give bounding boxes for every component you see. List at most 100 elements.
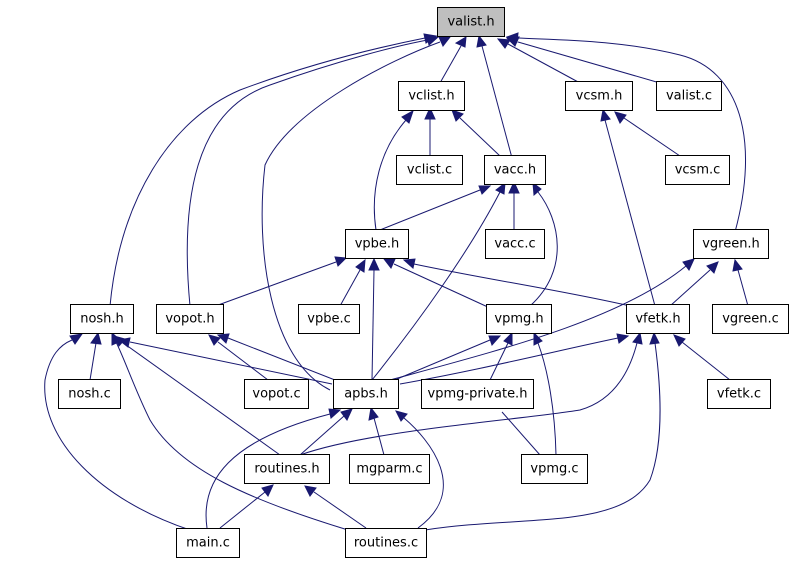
node-nosh-c[interactable]: nosh.c <box>58 379 121 409</box>
node-vcsm-h[interactable]: vcsm.h <box>565 81 633 111</box>
edge-apbs-to-vgreen <box>389 265 687 381</box>
edge-apbs-to-nosh <box>129 341 333 385</box>
node-mgparm-c[interactable]: mgparm.c <box>349 454 430 484</box>
node-label: vacc.h <box>494 163 536 178</box>
edge-apbs-to-vacc <box>371 191 501 381</box>
arrowhead <box>90 331 102 345</box>
node-apbs-h[interactable]: apbs.h <box>333 379 399 409</box>
node-label: vclist.c <box>407 163 452 178</box>
arrowhead <box>505 32 519 43</box>
node-vacc-c[interactable]: vacc.c <box>485 229 545 259</box>
arrowhead <box>334 256 348 267</box>
node-routines-c[interactable]: routines.c <box>345 528 427 558</box>
node-vpbe-h[interactable]: vpbe.h <box>345 229 409 259</box>
node-routines-h[interactable]: routines.h <box>244 454 330 484</box>
edge-routinesc-to-routinesh <box>313 491 367 529</box>
node-vgreen-c[interactable]: vgreen.c <box>712 304 789 334</box>
arrowhead <box>395 410 408 422</box>
node-vacc-h[interactable]: vacc.h <box>484 155 546 185</box>
arrowhead <box>304 485 317 497</box>
node-label: main.c <box>186 536 230 551</box>
edge-routinesc-to-nosh <box>115 341 349 531</box>
edge-routinesc-to-apbs <box>403 417 444 529</box>
node-label: routines.c <box>354 536 418 551</box>
arrowhead <box>673 334 686 347</box>
arrowhead <box>424 106 436 120</box>
arrowhead <box>488 335 502 346</box>
edge-vopotc-to-vopot <box>217 341 269 381</box>
node-vpmg-private-h[interactable]: vpmg-private.h <box>421 379 534 409</box>
edge-apbs-to-vpbe <box>371 269 375 381</box>
node-vpmg-c[interactable]: vpmg.c <box>521 454 588 484</box>
arrowhead <box>508 180 520 194</box>
node-label: valist.c <box>666 89 712 104</box>
arrowhead <box>503 331 513 346</box>
arrowhead <box>451 109 464 122</box>
edge-vfetk-to-vgreen <box>669 269 711 307</box>
edge-routinesh-to-nosh <box>121 341 281 456</box>
node-label: vfetk.h <box>635 312 680 327</box>
edge-vacc-to-vclist <box>459 117 501 157</box>
arrowhead <box>340 408 353 421</box>
edge-mgparmc-to-apbs <box>373 417 385 456</box>
node-label: vpmg.c <box>530 462 578 477</box>
node-vclist-h[interactable]: vclist.h <box>398 81 465 111</box>
node-label: nosh.h <box>80 312 124 327</box>
arrowhead <box>649 331 660 345</box>
edge-vpmgc-to-vpmgprivate <box>501 411 541 456</box>
arrowhead <box>454 36 467 48</box>
node-vpmg-h[interactable]: vpmg.h <box>486 304 552 334</box>
arrowhead <box>532 181 542 197</box>
node-valist-c[interactable]: valist.c <box>656 81 722 111</box>
edges <box>44 32 749 531</box>
edge-noshc-to-nosh <box>89 342 97 381</box>
edge-apbs-to-vopot <box>227 337 341 383</box>
edge-routinesh-to-apbs <box>299 415 345 456</box>
edge-vcsm-to-valist <box>507 43 581 84</box>
node-nosh-h[interactable]: nosh.h <box>70 304 134 334</box>
edge-valistc-to-valist <box>517 41 661 84</box>
node-label: mgparm.c <box>356 462 422 477</box>
edge-vpmgprivate-to-vpmg <box>489 342 509 381</box>
edge-vclist-to-valist <box>439 45 462 84</box>
arrowhead <box>496 38 511 49</box>
edge-vfetkc-to-vfetk <box>681 341 731 381</box>
node-vcsm-c[interactable]: vcsm.c <box>665 155 730 185</box>
node-valist-h[interactable]: valist.h <box>437 7 505 37</box>
arrowhead <box>401 109 414 124</box>
node-vfetk-h[interactable]: vfetk.h <box>626 304 690 334</box>
node-label: vgreen.c <box>722 312 779 327</box>
arrowhead <box>632 331 643 345</box>
edge-vopot-to-vpbe <box>209 261 337 309</box>
arrowhead <box>616 333 630 344</box>
edge-apbs-to-vfetk <box>399 337 619 385</box>
edge-vcsmc-to-vcsm <box>623 117 681 157</box>
arrowhead <box>368 406 379 421</box>
edge-vpbe-to-vclist <box>373 119 407 231</box>
node-vgreen-h[interactable]: vgreen.h <box>693 229 769 259</box>
arrowhead <box>355 258 366 273</box>
edge-vpmgc-to-vpmg <box>537 342 557 456</box>
node-main-c[interactable]: main.c <box>176 528 240 558</box>
node-label: vpmg-private.h <box>428 387 528 402</box>
edge-vfetk-to-vcsm <box>604 119 656 307</box>
edge-vpmg-to-vpbe <box>393 263 491 309</box>
node-vopot-c[interactable]: vopot.c <box>244 379 309 409</box>
arrowhead <box>426 35 440 46</box>
arrowhead <box>533 331 543 346</box>
node-vpbe-c[interactable]: vpbe.c <box>298 304 360 334</box>
arrowhead <box>706 261 719 274</box>
node-label: vcsm.h <box>576 89 623 104</box>
node-label: vpbe.c <box>307 312 350 327</box>
edge-vpbec-to-vpbe <box>339 269 361 307</box>
arrowhead <box>216 333 230 344</box>
node-label: apbs.h <box>344 387 388 402</box>
node-vopot-h[interactable]: vopot.h <box>156 304 224 334</box>
edge-vgreen-to-valist <box>517 37 746 233</box>
node-label: vpbe.h <box>355 237 400 252</box>
arrowhead <box>495 181 506 195</box>
node-vclist-c[interactable]: vclist.c <box>396 155 463 185</box>
node-label: vpmg.h <box>494 312 543 327</box>
node-vfetk-c[interactable]: vfetk.c <box>707 379 771 409</box>
